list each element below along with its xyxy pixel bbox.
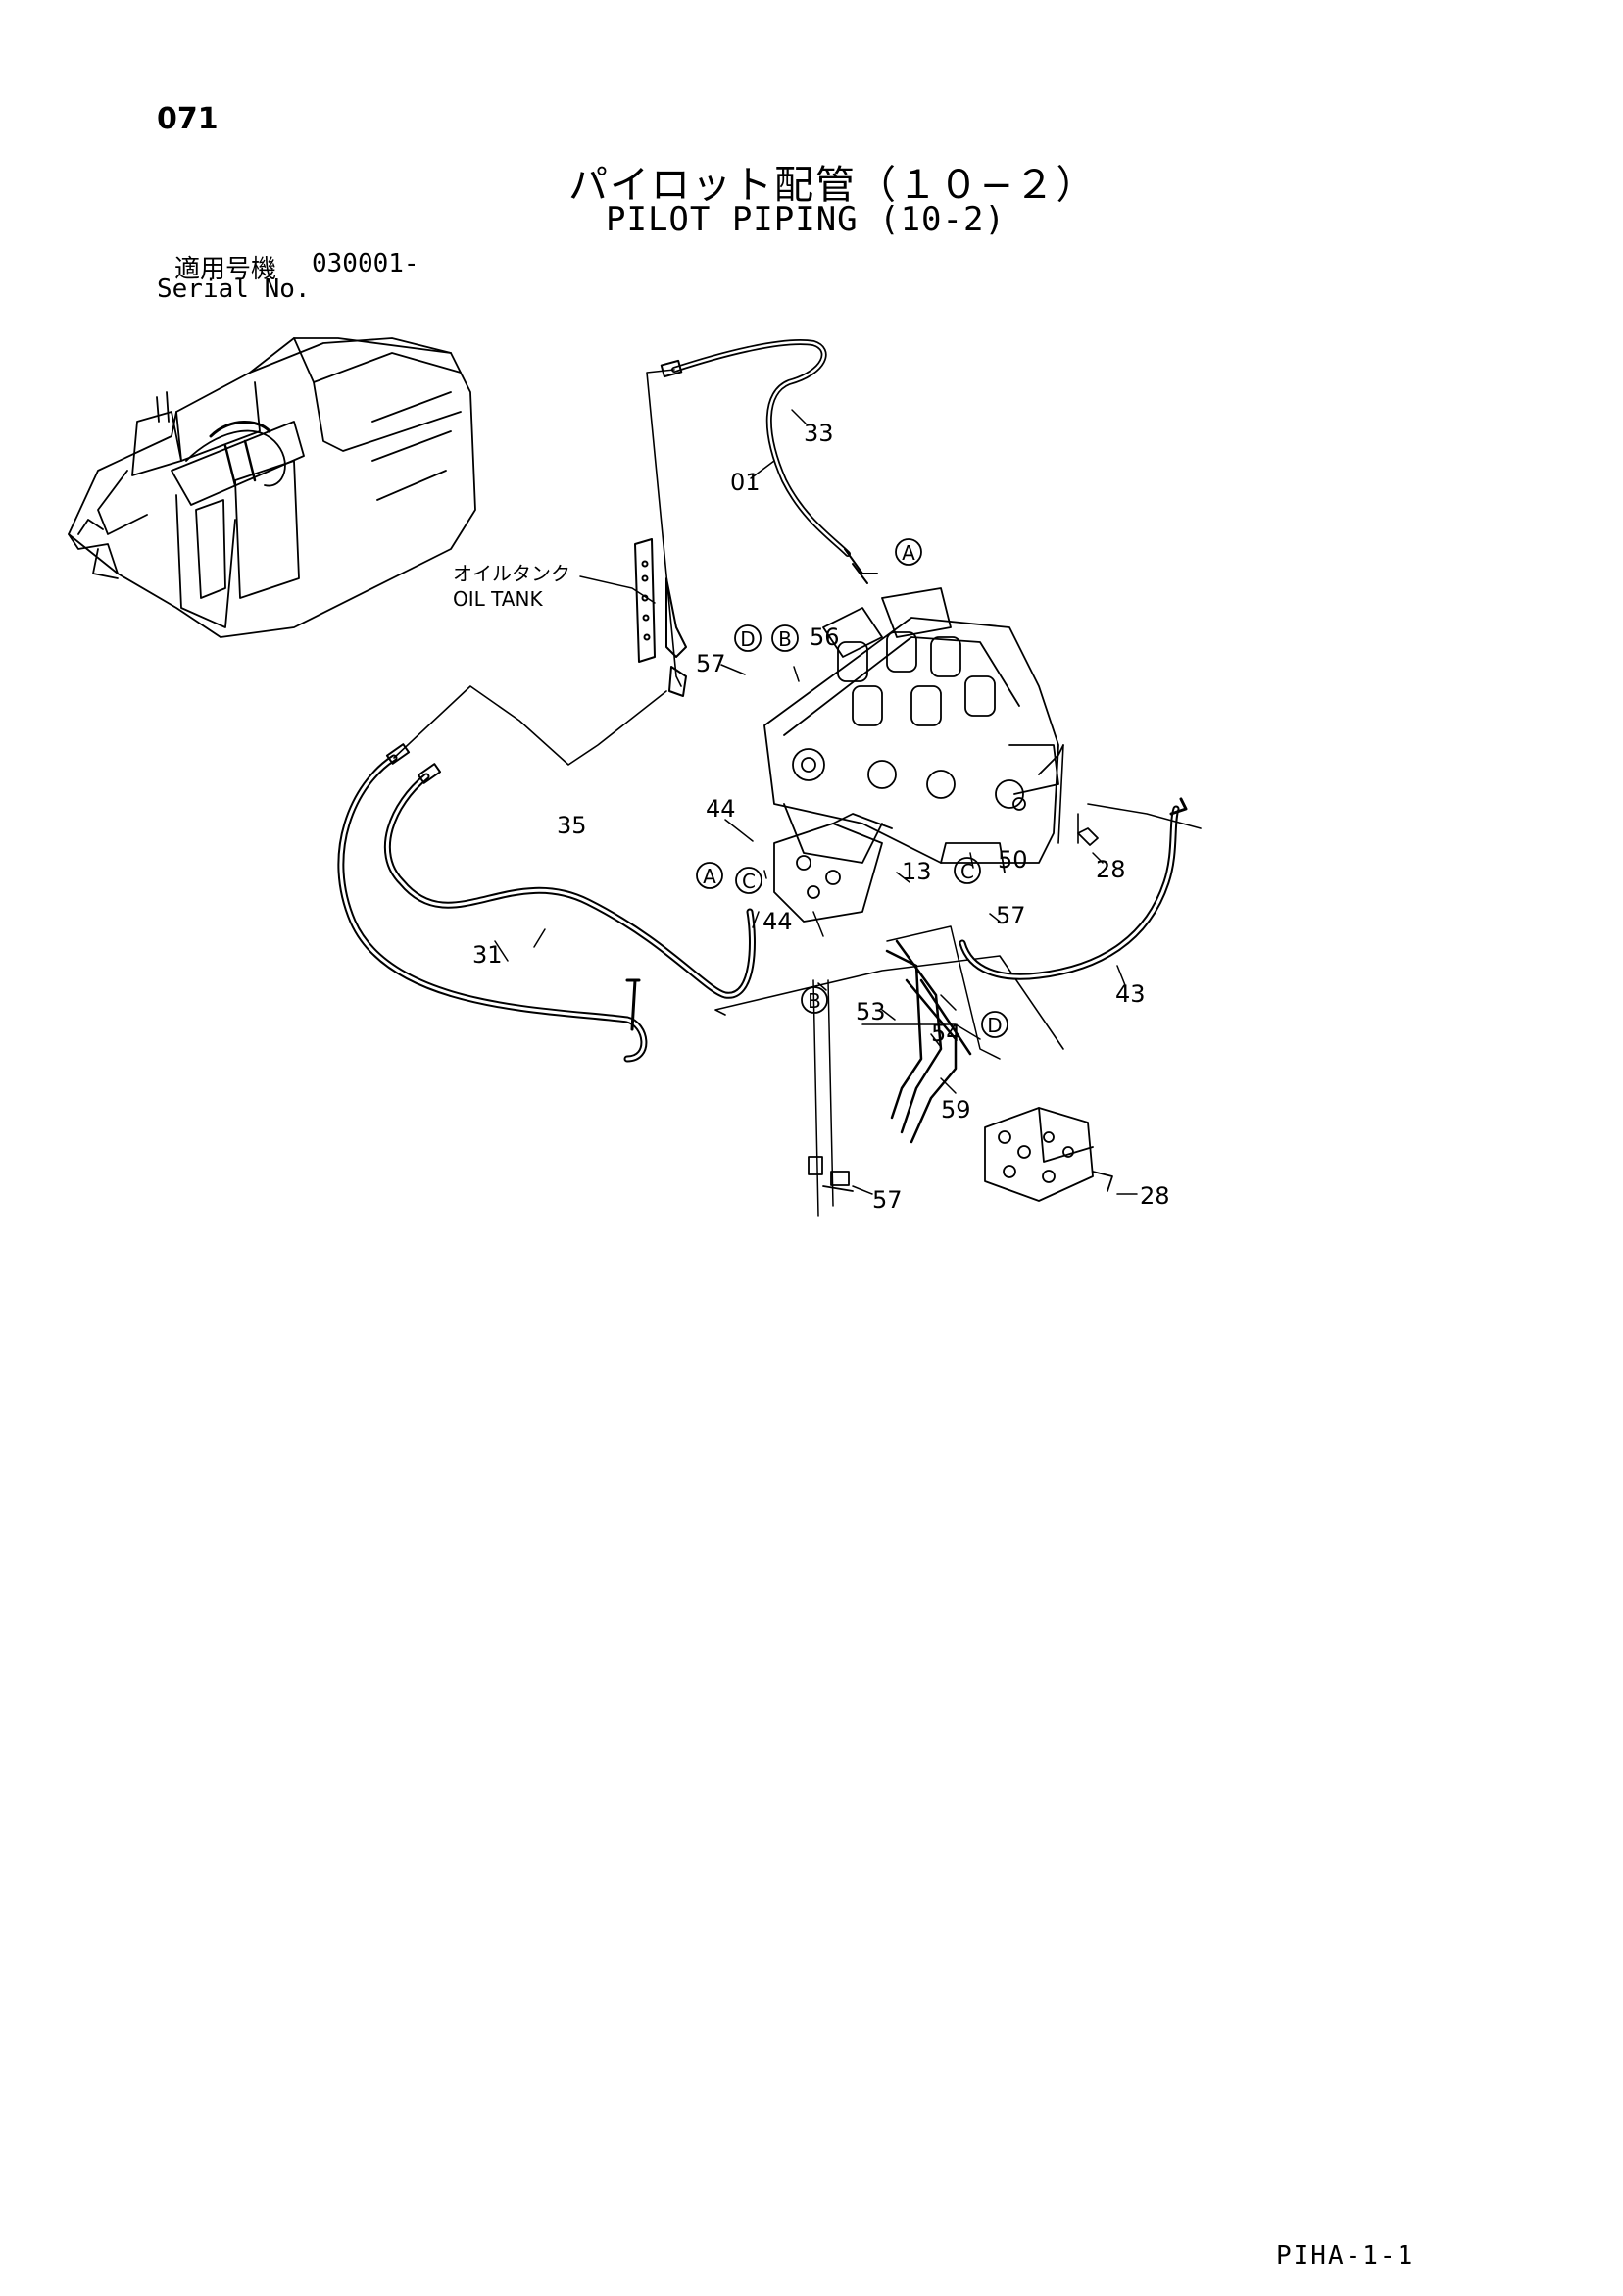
pilot-line-57 — [812, 979, 834, 1217]
hose-01 — [660, 339, 878, 584]
part-label-31: 31 — [472, 941, 503, 969]
part-label-01: 01 — [730, 469, 761, 496]
tube-leader — [886, 925, 1001, 1060]
hose-35-leader — [714, 955, 1064, 1050]
serial-number-value: 030001- — [312, 249, 419, 278]
solenoid-valve-block — [984, 1107, 1113, 1202]
serial-label-english: Serial No. — [157, 275, 311, 304]
part-label-44-lower: 44 — [762, 908, 793, 935]
connection-marker-c-right: C — [954, 857, 981, 884]
marker-letter: C — [960, 860, 974, 883]
part-label-35: 35 — [557, 812, 587, 839]
oil-tank-bracket — [634, 538, 687, 697]
page-title-english: PILOT PIPING (10-2) — [606, 200, 1006, 239]
oil-tank-label-japanese: オイルタンク — [453, 562, 570, 585]
control-valve-assembly — [763, 587, 1064, 873]
page-number: 071 — [157, 102, 219, 136]
marker-letter: C — [742, 870, 756, 893]
marker-letter: A — [703, 865, 716, 888]
connection-marker-b-upper: B — [771, 624, 799, 652]
hose-35 — [383, 763, 756, 999]
marker-letter: A — [902, 541, 915, 565]
connection-marker-d-lower: D — [981, 1011, 1008, 1038]
connection-marker-c-left: C — [735, 867, 762, 894]
part-label-44-upper: 44 — [706, 795, 736, 823]
connection-marker-a-lower: A — [696, 862, 723, 889]
marker-letter: B — [808, 989, 821, 1013]
connection-marker-a-upper: A — [895, 538, 922, 566]
hose-31 — [337, 743, 648, 1063]
oil-tank-label-english: OIL TANK — [453, 587, 543, 611]
part-label-57-middle: 57 — [996, 902, 1026, 929]
part-label-59: 59 — [941, 1096, 971, 1123]
part-label-43: 43 — [1115, 980, 1146, 1008]
connection-marker-d-upper: D — [734, 624, 762, 652]
tube-assembly-53-54-59 — [885, 939, 972, 1144]
part-label-50: 50 — [998, 846, 1028, 873]
part-label-54: 54 — [931, 1020, 961, 1047]
hose-01-leader — [646, 369, 682, 687]
leader-lines — [494, 409, 1138, 1195]
page-title-japanese: パイロット配管（１０−２） — [568, 163, 1098, 208]
marker-letter: D — [987, 1014, 1002, 1037]
part-label-28-upper: 28 — [1096, 856, 1126, 883]
machine-overview-illustration — [68, 337, 476, 638]
manifold-block — [773, 813, 893, 923]
serial-label-japanese: 適用号機 — [174, 255, 277, 284]
hose-43-leader — [1057, 744, 1202, 844]
hose-43 — [959, 797, 1188, 980]
part-label-56: 56 — [810, 624, 840, 651]
part-label-57-lower: 57 — [872, 1186, 903, 1214]
connection-marker-b-lower: B — [801, 986, 828, 1014]
fitting-28-upper — [1077, 827, 1099, 846]
drawing-code: PIHA-1-1 — [1276, 2241, 1415, 2271]
part-label-13: 13 — [902, 858, 932, 885]
part-label-53: 53 — [856, 998, 886, 1025]
tube-leader-b — [861, 1023, 981, 1040]
part-label-57-upper: 57 — [696, 650, 726, 677]
part-label-33: 33 — [804, 420, 834, 447]
part-label-28-lower: 28 — [1140, 1182, 1170, 1210]
marker-letter: B — [778, 627, 792, 651]
marker-letter: D — [740, 627, 755, 651]
hose-31-leader — [393, 685, 667, 766]
fitting-57-lower — [808, 1156, 854, 1192]
